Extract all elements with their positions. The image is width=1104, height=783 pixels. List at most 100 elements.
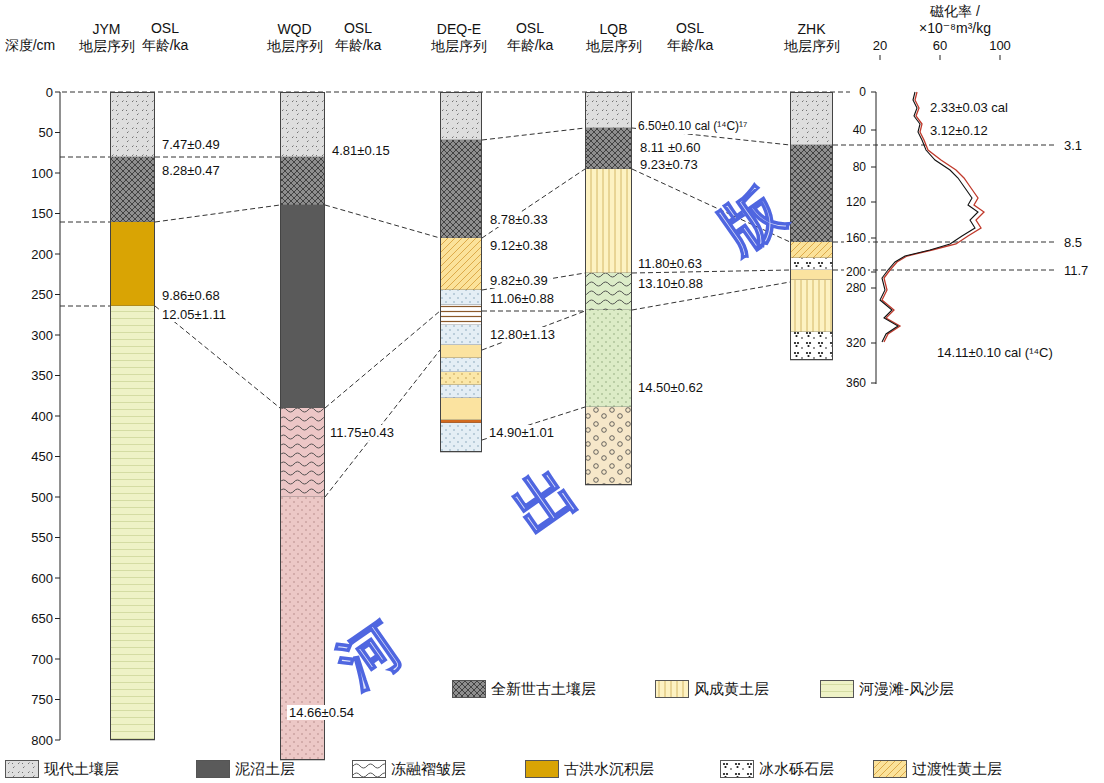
axis-tick: [55, 740, 60, 741]
stratigraphic-column: DEQ-E 地层序列: [440, 92, 482, 452]
axis-tick: [55, 537, 60, 538]
boundary-age: 3.1: [1062, 138, 1084, 153]
osl-age: 9.12±0.38: [488, 238, 550, 253]
layer-fill: [790, 258, 833, 270]
legend-swatch: [525, 760, 559, 778]
axis-tick: [55, 213, 60, 214]
legend-sample: [656, 681, 689, 698]
plot-tick: 40: [851, 123, 868, 138]
depth-tick: 600: [31, 571, 53, 586]
depth-tick: 300: [31, 328, 53, 343]
plot-tick: [871, 383, 876, 384]
layer-fill: [440, 325, 482, 345]
legend-swatch: [820, 680, 854, 698]
column-heading: JYM 地层序列: [71, 21, 143, 55]
stratigraphic-layers: [110, 92, 833, 760]
column-heading: OSL 年龄/ka: [498, 20, 562, 54]
legend-sample-fill: [721, 761, 754, 778]
plot-tick: 160: [844, 231, 868, 246]
legend-swatch: [352, 760, 386, 778]
depth-tick: 700: [31, 652, 53, 667]
axis-tick: [55, 497, 60, 498]
layer-fill: [790, 242, 833, 258]
column-heading: ZHK 地层序列: [776, 21, 848, 55]
depth-tick: 650: [31, 611, 53, 626]
legend-sample: [6, 761, 39, 778]
layer-fill: [440, 423, 482, 452]
axis-tick: [55, 659, 60, 660]
legend-text: 全新世古土壤层: [491, 680, 596, 698]
correlation-line: [325, 311, 440, 408]
legend-swatch: [873, 760, 907, 778]
layer-fill: [440, 345, 482, 358]
plot-tick: [1000, 55, 1001, 60]
layer-fill: [440, 420, 482, 423]
osl-age: 7.47±0.49: [160, 137, 222, 152]
osl-age: 9.23±0.73: [638, 157, 700, 172]
layer-fill: [280, 497, 325, 760]
osl-age: 8.78±0.33: [488, 212, 550, 227]
osl-age: 6.50±0.10 cal (¹⁴C)¹⁷: [636, 119, 749, 134]
plot-tick: [871, 130, 876, 131]
depth-tick: 50: [39, 125, 53, 140]
depth-axis: [55, 92, 60, 740]
legend-text: 过渡性黄土层: [912, 760, 1002, 778]
plot-tick: 20: [873, 38, 887, 53]
layer-fill: [440, 140, 482, 238]
layer-fill: [790, 145, 833, 242]
column-heading: WQD 地层序列: [259, 21, 331, 55]
legend-sample-fill: [6, 761, 39, 778]
legend-sample-fill: [656, 681, 689, 698]
osl-age: 12.80±1.13: [488, 327, 557, 342]
legend-sample-fill: [453, 681, 486, 698]
plot-tick: [871, 343, 876, 344]
layer-fill: [110, 222, 155, 306]
legend-swatch: [720, 760, 754, 778]
legend-swatch: [655, 680, 689, 698]
layer-fill: [585, 310, 632, 407]
dashed-reference: [833, 145, 1055, 146]
legend-swatch: [5, 760, 39, 778]
plot-tick: [880, 55, 881, 60]
osl-age: 12.05±1.11: [160, 307, 228, 322]
legend-text: 泥沼土层: [235, 760, 295, 778]
plot-tick: 360: [844, 376, 868, 391]
legend-text: 冻融褶皱层: [391, 760, 466, 778]
layer-fill: [585, 273, 632, 310]
legend-text: 风成黄土层: [694, 680, 769, 698]
axis-tick: [55, 254, 60, 255]
depth-tick: 200: [31, 247, 53, 262]
plot-title: 磁化率 /×10⁻⁸m³/kg: [903, 3, 1007, 37]
plot-tick: [871, 288, 876, 289]
osl-age: 8.11 ±0.60: [638, 140, 702, 155]
layer-fill: [585, 169, 632, 273]
dashed-reference: [60, 157, 110, 158]
layer-fill: [585, 407, 632, 485]
legend-swatch: [452, 680, 486, 698]
legend-sample: [874, 761, 907, 778]
osl-age: 11.80±0.63: [636, 256, 704, 271]
layer-fill: [585, 128, 632, 169]
depth-tick: 550: [31, 530, 53, 545]
layer-fill: [585, 92, 632, 128]
layer-fill: [280, 408, 325, 497]
plot-tick: 120: [844, 195, 868, 210]
legend-sample-fill: [874, 761, 907, 778]
osl-age: 14.50±0.62: [636, 380, 705, 395]
osl-age: 9.82±0.39: [488, 273, 550, 288]
layer-fill: [110, 92, 155, 157]
osl-age: 11.75±0.43: [328, 425, 396, 440]
watermark: 出: [503, 458, 587, 542]
legend-text: 现代土壤层: [44, 760, 119, 778]
dashed-reference: [60, 222, 110, 223]
plot-tick: [871, 238, 876, 239]
column-heading: LQB 地层序列: [578, 21, 650, 55]
axis-tick: [55, 294, 60, 295]
plot-tick: 200: [844, 265, 868, 280]
plot-tick: 80: [851, 160, 868, 175]
axis-tick: [55, 456, 60, 457]
correlation-line: [155, 157, 280, 158]
axis-tick: [55, 416, 60, 417]
boundary-age: 11.7: [1062, 263, 1090, 278]
depth-tick: 0: [46, 85, 53, 100]
